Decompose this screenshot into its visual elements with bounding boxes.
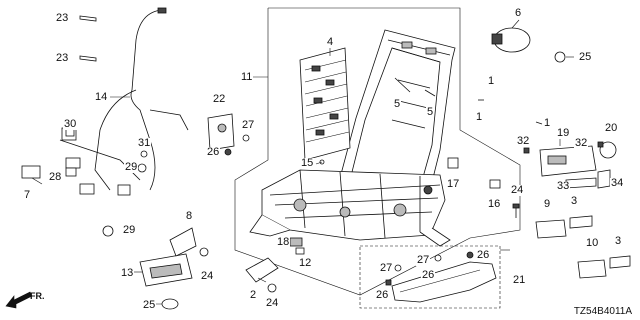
callout-9: 9	[543, 198, 552, 210]
part-7-connector	[21, 165, 41, 179]
callout-20: 20	[604, 122, 619, 134]
part-19-switch-panel	[539, 141, 617, 189]
callout-32: 32	[574, 137, 589, 149]
callout-11: 11	[240, 71, 254, 83]
callout-21: 21	[512, 274, 527, 286]
callout-19: 19	[556, 127, 571, 139]
callout-26: 26	[476, 249, 491, 261]
callout-1: 1	[543, 117, 552, 129]
callout-22: 22	[212, 93, 227, 105]
callout-28: 28	[48, 171, 63, 183]
callout-24: 24	[265, 297, 280, 309]
callout-27: 27	[241, 119, 256, 131]
callout-29: 29	[124, 161, 139, 173]
seat-cushion-frame	[249, 169, 451, 247]
part-9-10-3-plates	[535, 215, 631, 279]
callout-30: 30	[63, 118, 78, 130]
callout-14: 14	[94, 91, 109, 103]
front-direction-arrow-icon	[5, 291, 33, 309]
callout-25: 25	[578, 51, 593, 63]
callout-31: 31	[137, 137, 152, 149]
callout-10: 10	[585, 237, 600, 249]
part-24-screws	[199, 203, 520, 293]
callout-33: 33	[556, 180, 571, 192]
callout-26: 26	[375, 289, 390, 301]
callout-23: 23	[55, 12, 70, 24]
callout-2: 2	[249, 289, 258, 301]
callout-27: 27	[416, 254, 431, 266]
callout-25: 25	[142, 299, 157, 311]
part-6-motor	[491, 27, 566, 63]
callout-5: 5	[393, 98, 402, 110]
callout-6: 6	[514, 7, 523, 19]
callout-1: 1	[487, 75, 496, 87]
callout-3: 3	[570, 195, 579, 207]
part-16-17-clips	[447, 157, 501, 189]
front-direction-label: FR.	[30, 291, 45, 301]
part-29-grommets	[102, 163, 147, 237]
callout-17: 17	[446, 178, 461, 190]
part-18-clip	[289, 237, 305, 255]
part-2-cover	[245, 257, 279, 283]
callout-32: 32	[516, 135, 531, 147]
callout-27: 27	[379, 262, 394, 274]
callout-23: 23	[55, 52, 70, 64]
callout-24: 24	[510, 184, 525, 196]
seat-frame-assembly-boundary	[234, 7, 521, 296]
callout-12: 12	[298, 257, 313, 269]
part-23-clips	[79, 15, 97, 62]
part-22-bracket	[207, 113, 235, 151]
callout-8: 8	[185, 210, 194, 222]
small-fasteners	[65, 127, 604, 286]
callout-3: 3	[614, 235, 623, 247]
callout-13: 13	[120, 267, 135, 279]
callout-26: 26	[421, 269, 436, 281]
part-13-bracket	[139, 253, 193, 310]
callout-24: 24	[200, 270, 215, 282]
callout-7: 7	[23, 189, 32, 201]
part-21-side-cover	[359, 245, 501, 309]
callout-18: 18	[276, 236, 291, 248]
callout-16: 16	[487, 198, 502, 210]
diagram-code: TZ54B4011A	[573, 306, 632, 317]
part-8-cover	[169, 227, 197, 257]
lumbar-panel	[299, 47, 351, 161]
callout-15: 15	[300, 157, 315, 169]
callout-26: 26	[206, 146, 221, 158]
callout-1: 1	[475, 111, 484, 123]
seat-back-frame	[339, 29, 456, 191]
callout-5: 5	[426, 106, 435, 118]
callout-4: 4	[326, 36, 335, 48]
callout-29: 29	[122, 224, 137, 236]
callout-34: 34	[610, 177, 625, 189]
